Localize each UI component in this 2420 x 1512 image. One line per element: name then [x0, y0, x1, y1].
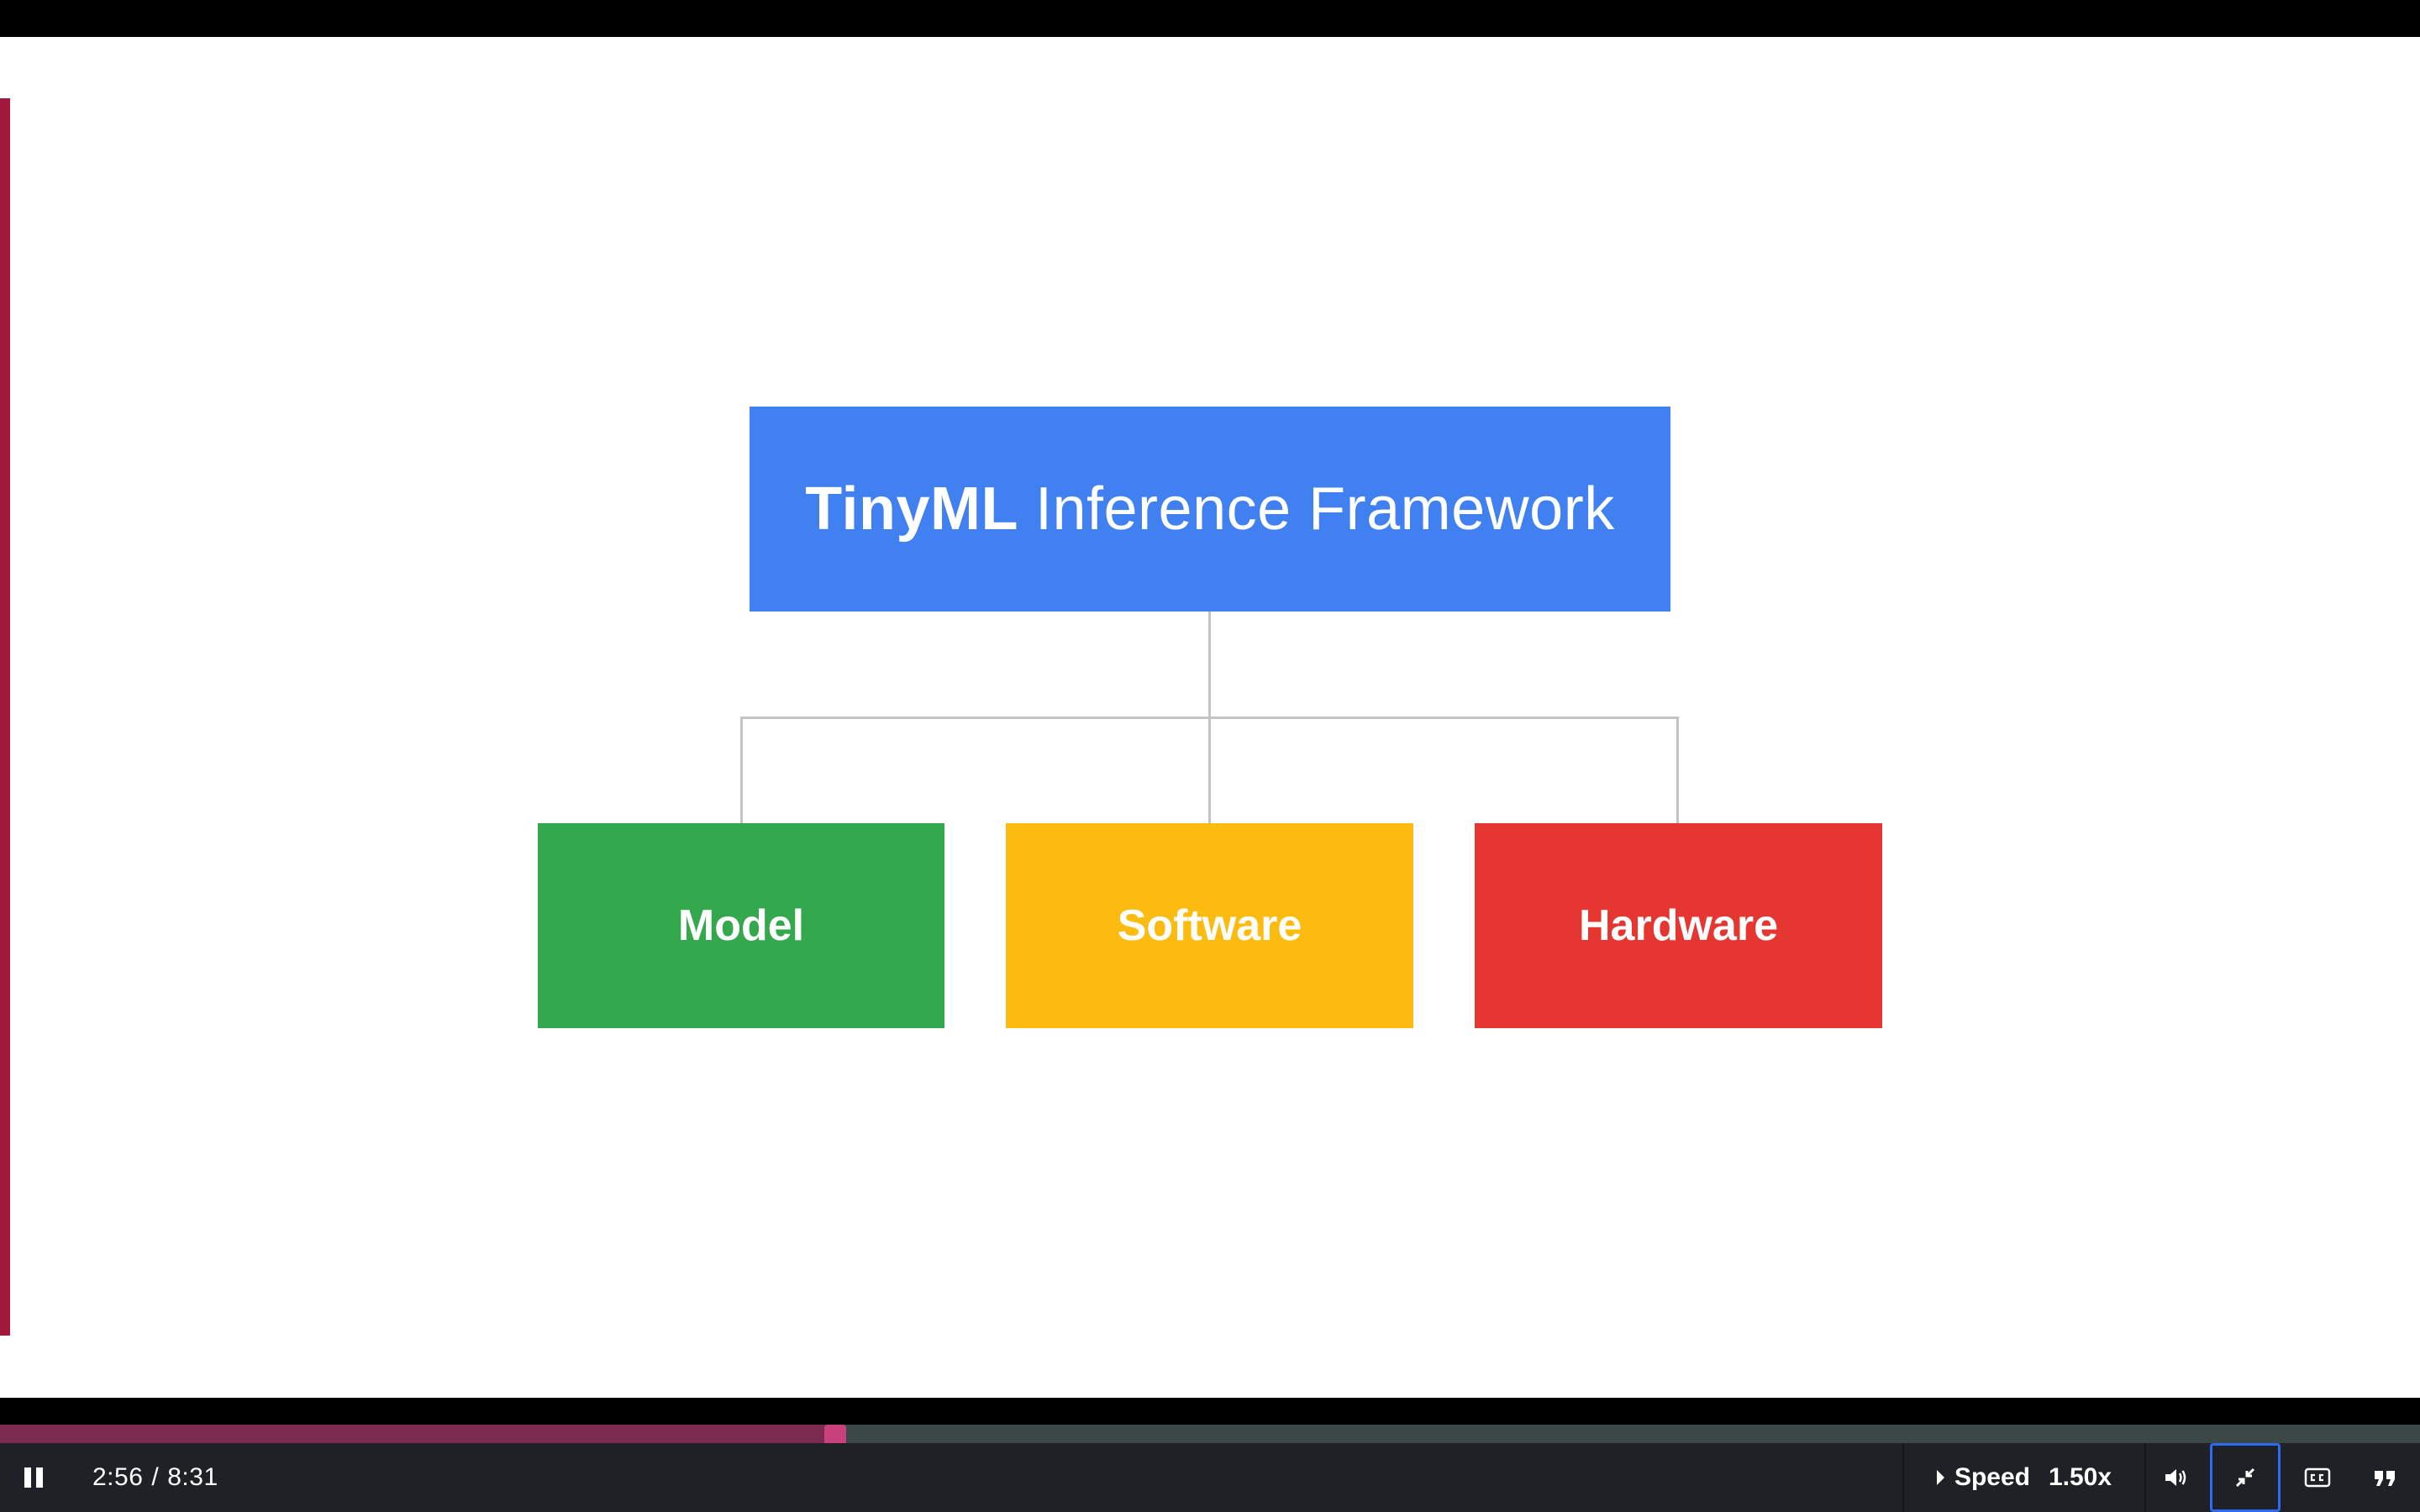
root-title-rest: Inference Framework — [1034, 475, 1615, 543]
caret-right-icon — [1936, 1470, 1944, 1485]
exit-fullscreen-icon — [2235, 1467, 2255, 1488]
slide-accent-bar — [0, 98, 10, 1336]
speed-button[interactable]: Speed 1.50x — [1902, 1443, 2146, 1512]
pause-button[interactable] — [0, 1443, 67, 1512]
time-separator: / — [151, 1463, 160, 1491]
diagram-node-software: Software — [1006, 823, 1413, 1028]
connector-middle — [1208, 717, 1211, 823]
duration: 8:31 — [167, 1463, 218, 1491]
connector-stem — [1208, 612, 1211, 717]
root-title-bold: TinyML — [805, 475, 1018, 543]
pause-icon — [24, 1467, 43, 1488]
node-label: Model — [677, 901, 805, 950]
speed-label: Speed — [1954, 1463, 2030, 1491]
exit-fullscreen-button[interactable] — [2210, 1443, 2281, 1512]
control-bar: 2:56 / 8:31 Speed 1.50x — [0, 1443, 2420, 1512]
progress-bar[interactable] — [0, 1425, 2420, 1446]
speed-value: 1.50x — [2048, 1463, 2112, 1491]
node-label: Software — [1117, 901, 1302, 950]
progress-fill — [0, 1425, 835, 1443]
diagram-node-model: Model — [538, 823, 944, 1028]
closed-captions-icon — [2304, 1467, 2331, 1488]
diagram-root-node: TinyML Inference Framework — [750, 407, 1670, 612]
time-display: 2:56 / 8:31 — [92, 1443, 218, 1512]
quote-icon — [2375, 1471, 2395, 1486]
volume-button[interactable] — [2143, 1443, 2210, 1512]
node-label: Hardware — [1579, 901, 1778, 950]
connector-left — [740, 717, 743, 823]
video-frame[interactable]: TinyML Inference Framework Model Softwar… — [0, 37, 2420, 1398]
connector-right — [1676, 717, 1679, 823]
transcript-button[interactable] — [2351, 1443, 2420, 1512]
current-time: 2:56 — [92, 1463, 144, 1491]
volume-icon — [2165, 1469, 2186, 1486]
diagram-node-hardware: Hardware — [1475, 823, 1882, 1028]
progress-handle[interactable] — [823, 1425, 846, 1446]
captions-button[interactable] — [2284, 1443, 2351, 1512]
